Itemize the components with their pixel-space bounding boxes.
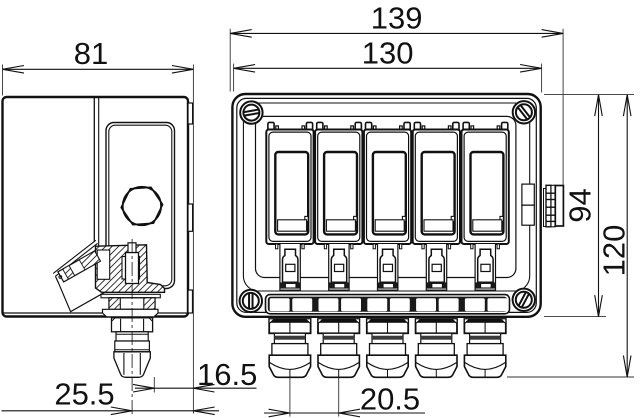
front-screw-top-right bbox=[511, 100, 537, 125]
front-screw-bottom-left bbox=[238, 288, 264, 314]
dimension-labels: 81 139 130 94 120 16.5 25.5 20.5 bbox=[54, 1, 631, 417]
label-gland-pitch: 20.5 bbox=[360, 382, 420, 417]
label-body-height: 94 bbox=[563, 188, 598, 222]
gland-3 bbox=[365, 318, 410, 379]
dim-body-height bbox=[594, 94, 603, 317]
dim-gland-pitch bbox=[264, 408, 425, 418]
gland-4 bbox=[414, 318, 458, 379]
label-body-width: 130 bbox=[362, 36, 414, 71]
dim-depth bbox=[2, 64, 194, 74]
front-vent-strip bbox=[264, 293, 511, 315]
front-terminal-block bbox=[521, 183, 535, 226]
gland-2 bbox=[317, 318, 361, 379]
gland-1 bbox=[268, 318, 312, 379]
label-depth: 81 bbox=[74, 36, 108, 71]
dim-overall-width bbox=[230, 29, 564, 38]
front-side-connector bbox=[543, 184, 565, 228]
dim-body-width bbox=[233, 63, 542, 73]
label-gland-offset-inner: 16.5 bbox=[197, 357, 257, 392]
front-screw-bottom-right bbox=[511, 287, 536, 312]
label-overall-height: 120 bbox=[597, 225, 632, 277]
side-mount-tab-middle bbox=[187, 203, 194, 232]
side-terminal-clamp bbox=[52, 239, 166, 313]
side-clamp-lever bbox=[57, 250, 102, 283]
gland-5 bbox=[463, 318, 507, 379]
front-view bbox=[231, 92, 565, 379]
label-overall-width: 139 bbox=[371, 1, 423, 36]
side-mount-tab-bottom bbox=[187, 289, 194, 314]
front-screw-top-left bbox=[239, 100, 264, 125]
side-mount-tab-top bbox=[187, 102, 194, 125]
dim-gland-offset-inner bbox=[132, 383, 257, 393]
side-view bbox=[1, 95, 194, 414]
side-knob bbox=[120, 185, 164, 227]
dimension-lines bbox=[1, 29, 632, 418]
label-gland-offset: 25.5 bbox=[54, 377, 114, 412]
dim-gland-offset bbox=[1, 406, 219, 416]
dim-overall-height bbox=[622, 94, 632, 378]
